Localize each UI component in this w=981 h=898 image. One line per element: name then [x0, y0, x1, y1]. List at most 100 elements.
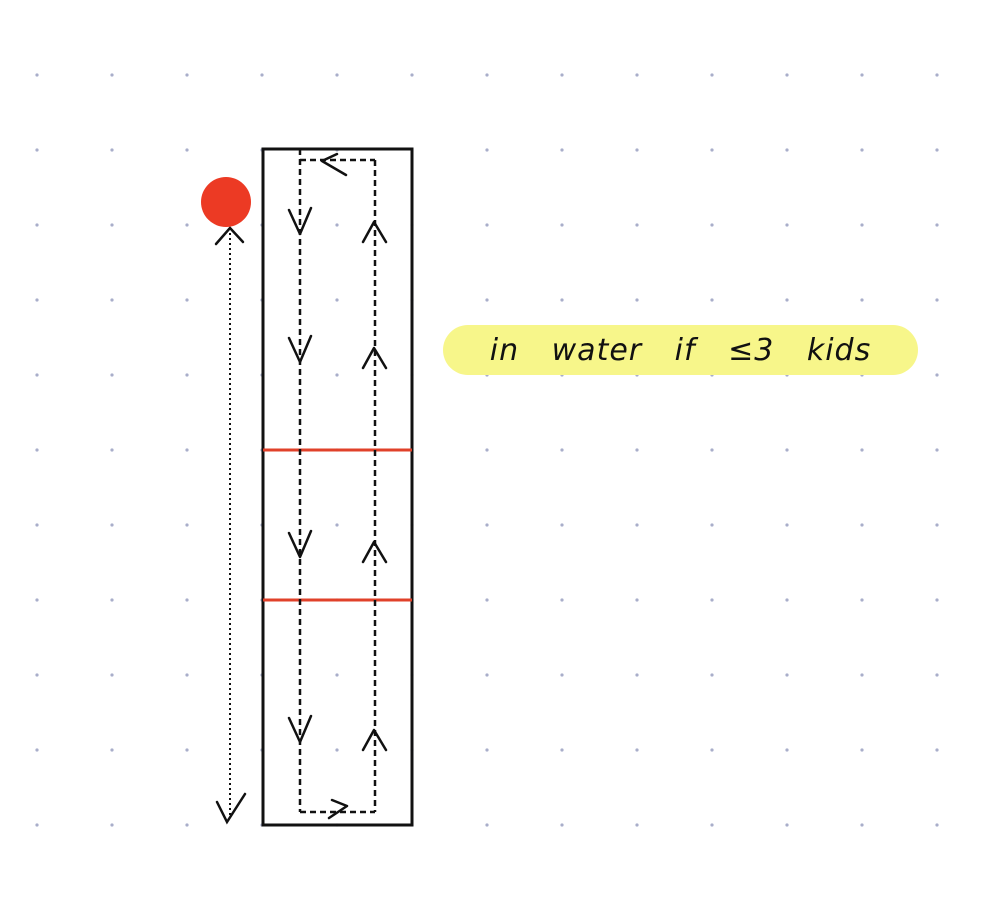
down-chevron-icon: [287, 334, 313, 364]
grid-dot: [785, 523, 789, 527]
grid-dot: [710, 148, 714, 152]
down-chevron-icon: [287, 714, 313, 744]
grid-dot: [785, 748, 789, 752]
grid-dot: [110, 748, 114, 752]
grid-dot: [635, 598, 639, 602]
measure-top-arrowhead: [214, 226, 245, 246]
grid-dot: [335, 523, 339, 527]
flow-chevrons: [287, 206, 388, 752]
grid-dot: [560, 673, 564, 677]
grid-dot: [35, 748, 39, 752]
grid-dot: [710, 523, 714, 527]
height-measure-arrow: [214, 226, 247, 825]
grid-dot: [485, 223, 489, 227]
grid-dot: [35, 373, 39, 377]
grid-dot: [860, 748, 864, 752]
down-chevron-icon: [287, 529, 313, 559]
grid-dot: [35, 73, 39, 77]
circulation-loop: [298, 149, 377, 820]
grid-dot: [635, 748, 639, 752]
grid-dot: [635, 148, 639, 152]
grid-dot: [710, 748, 714, 752]
grid-dot: [335, 223, 339, 227]
grid-dot: [860, 673, 864, 677]
grid-dot: [860, 523, 864, 527]
grid-dot: [935, 823, 939, 827]
grid-dot: [185, 823, 189, 827]
grid-dot: [860, 823, 864, 827]
grid-dot: [785, 148, 789, 152]
grid-dot: [710, 73, 714, 77]
grid-dot: [935, 73, 939, 77]
grid-dot: [185, 298, 189, 302]
grid-dot: [710, 598, 714, 602]
grid-dot: [935, 748, 939, 752]
grid-dot: [485, 673, 489, 677]
grid-dot: [785, 823, 789, 827]
up-chevron-icon: [361, 540, 388, 564]
grid-dot: [785, 73, 789, 77]
red-dot-icon: [201, 177, 251, 227]
grid-dot: [185, 523, 189, 527]
grid-dot: [560, 148, 564, 152]
grid-dot: [860, 598, 864, 602]
left-chevron-icon: [320, 152, 348, 177]
grid-dot: [935, 523, 939, 527]
grid-dot: [485, 523, 489, 527]
grid-dot: [185, 598, 189, 602]
grid-dot: [785, 673, 789, 677]
right-chevron-icon: [327, 798, 349, 820]
grid-dot: [185, 73, 189, 77]
grid-dot: [560, 823, 564, 827]
grid-dot: [485, 298, 489, 302]
grid-dot: [485, 598, 489, 602]
grid-dot: [860, 73, 864, 77]
grid-dot: [860, 448, 864, 452]
down-chevron-icon: [287, 206, 313, 236]
grid-dot: [935, 673, 939, 677]
grid-dot: [35, 673, 39, 677]
grid-dot: [110, 298, 114, 302]
grid-dot: [560, 73, 564, 77]
grid-dot: [785, 448, 789, 452]
grid-dot: [335, 298, 339, 302]
grid-dot: [935, 448, 939, 452]
grid-dot: [935, 598, 939, 602]
grid-dot: [635, 298, 639, 302]
grid-dot: [185, 373, 189, 377]
grid-dot: [710, 298, 714, 302]
grid-dot: [410, 73, 414, 77]
up-chevron-icon: [361, 728, 388, 752]
grid-dot: [110, 523, 114, 527]
grid-dot: [560, 523, 564, 527]
grid-dot: [935, 148, 939, 152]
grid-dot: [560, 598, 564, 602]
grid-dot: [110, 598, 114, 602]
grid-dot: [560, 448, 564, 452]
grid-dot: [635, 673, 639, 677]
grid-dot: [860, 223, 864, 227]
grid-dot: [935, 223, 939, 227]
grid-dot: [110, 73, 114, 77]
grid-dot: [635, 223, 639, 227]
grid-dot: [185, 448, 189, 452]
grid-dot: [110, 223, 114, 227]
grid-dot: [635, 523, 639, 527]
grid-dot: [35, 598, 39, 602]
grid-dot: [335, 673, 339, 677]
grid-dot: [185, 148, 189, 152]
grid-dot: [560, 223, 564, 227]
grid-dot: [335, 373, 339, 377]
grid-dot: [185, 748, 189, 752]
grid-dot: [110, 148, 114, 152]
note-highlight: [443, 325, 918, 375]
grid-dot: [35, 223, 39, 227]
grid-dot: [485, 448, 489, 452]
grid-dot: [935, 373, 939, 377]
grid-dot: [635, 73, 639, 77]
grid-dot: [860, 148, 864, 152]
grid-dot: [35, 523, 39, 527]
note-label: in water if ≤3 kids: [489, 332, 872, 368]
grid-dot: [185, 223, 189, 227]
